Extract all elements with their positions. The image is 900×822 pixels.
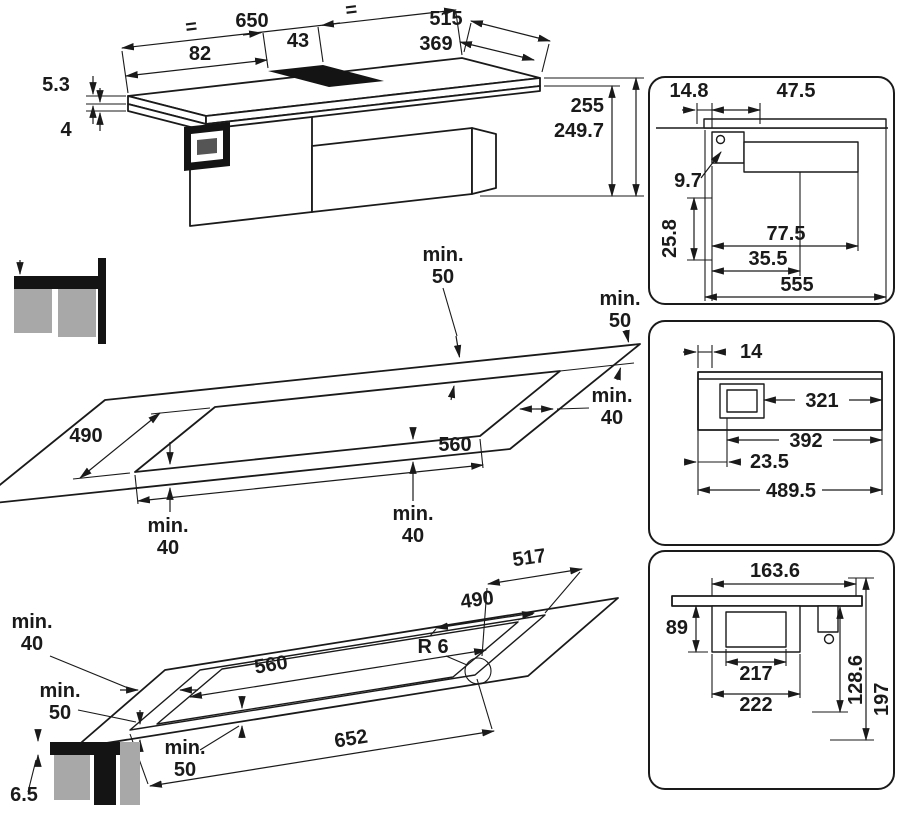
side-d7-label: 555 — [780, 274, 813, 296]
side-d6-label: 35.5 — [749, 248, 788, 270]
dim-total-height-label: 255 — [571, 95, 604, 117]
front-clearance-left-flush-value: 50 — [49, 702, 71, 724]
side-clearance-prefix: min. — [11, 611, 52, 633]
cutout-width-flush-label: 560 — [253, 652, 289, 679]
front-section-dimension-lines — [688, 576, 874, 742]
flush-mount-icon — [27, 729, 140, 805]
side-d2-label: 47.5 — [777, 80, 816, 102]
hob-dimension-lines — [86, 7, 644, 198]
recess-width-label: 652 — [333, 726, 369, 753]
front-d1-label: 163.6 — [750, 560, 800, 582]
hob-body-shapes — [127, 57, 541, 227]
detail-box-front-section: 163.6 89 217 222 128.6 197 — [648, 550, 895, 790]
dim-rim-height-label: 4 — [60, 119, 72, 141]
worktop-cutout-perspective-view: min. 50 min. 50 min. 40 490 560 min. 40 … — [0, 244, 641, 559]
front-clearance-left-flush-prefix: min. — [39, 680, 80, 702]
rear-clearance-right-value: 50 — [609, 310, 631, 332]
corner-radius-label: R 6 — [417, 636, 448, 658]
side-d5-label: 77.5 — [767, 223, 806, 245]
recess-depth-label: 517 — [511, 545, 547, 571]
front-d4-label: 222 — [739, 694, 772, 716]
plan-d3-label: 392 — [789, 430, 822, 452]
front-d5-label: 128.6 — [845, 655, 867, 705]
front-d3-label: 217 — [739, 663, 772, 685]
equal-mark-left: = — [184, 15, 198, 38]
duct-section — [743, 141, 859, 173]
front-d6-label: 197 — [871, 683, 893, 716]
side-clearance-right-value: 40 — [601, 407, 623, 429]
detail-box-frame — [648, 320, 895, 546]
dim-body-height-label: 249.7 — [554, 120, 604, 142]
side-d4-label: 25.8 — [659, 219, 681, 258]
detail-box-plan-section: 14 321 392 23.5 489.5 — [648, 320, 895, 546]
front-d2-label: 89 — [666, 617, 688, 639]
front-section-shapes — [671, 595, 863, 653]
glass-section — [703, 118, 887, 129]
rear-clearance-prefix: min. — [422, 244, 463, 266]
side-d3-label: 9.7 — [674, 170, 702, 192]
dim-total-depth-label: 515 — [429, 8, 462, 30]
front-clearance-mid-flush-value: 50 — [174, 759, 196, 781]
plan-d4-label: 23.5 — [750, 451, 789, 473]
front-clearance-mid-flush-prefix: min. — [164, 737, 205, 759]
side-d1-label: 14.8 — [670, 80, 709, 102]
worktop-flush-recess-view: 517 490 560 R 6 652 min. 40 min. 50 min.… — [10, 545, 619, 806]
dim-left-offset-label: 82 — [189, 43, 211, 65]
dim-total-width-label: 650 — [235, 10, 268, 32]
detail-box-frame — [648, 76, 895, 305]
side-section-dimension-lines — [682, 103, 888, 301]
equal-mark-right: = — [344, 0, 358, 22]
extraction-grill-icon — [268, 65, 384, 87]
glass-front-section — [671, 595, 863, 607]
wall-clearance-icon — [14, 258, 106, 344]
front-clearance-mid-prefix: min. — [392, 503, 433, 525]
plan-section-shapes — [697, 371, 883, 431]
plan-d5-label: 489.5 — [766, 480, 816, 502]
filter-box-inner — [725, 611, 787, 648]
detail-box-frame — [648, 550, 895, 790]
rear-clearance-value: 50 — [432, 266, 454, 288]
detail-box-side-section: 14.8 47.5 9.7 25.8 77.5 35.5 555 — [648, 76, 895, 305]
rear-clearance-right-prefix: min. — [599, 288, 640, 310]
plan-d2-label: 321 — [805, 390, 838, 412]
front-clearance-left-prefix: min. — [147, 515, 188, 537]
dim-grill-width-label: 43 — [287, 30, 309, 52]
side-clearance-value: 40 — [21, 633, 43, 655]
plan-d1-label: 14 — [740, 341, 763, 363]
side-clearance-right-prefix: min. — [591, 385, 632, 407]
front-clearance-left-value: 40 — [157, 537, 179, 559]
recess-edge-depth-label: 6.5 — [10, 784, 38, 806]
dim-glass-thickness-label: 5.3 — [42, 74, 70, 96]
cutout-dimension-lines — [72, 287, 635, 512]
cutout-depth-label: 490 — [69, 425, 102, 447]
side-section-shapes — [656, 118, 888, 173]
cutout-depth-flush-label: 490 — [459, 587, 495, 613]
cutout-width-label: 560 — [438, 434, 471, 456]
hob-isometric-view: 650 = = 43 82 515 369 5.3 4 249.7 255 — [42, 0, 644, 227]
dim-glass-depth-label: 369 — [419, 33, 452, 55]
front-clearance-mid-value: 40 — [402, 525, 424, 547]
plan-section-dimension-lines — [683, 345, 884, 495]
